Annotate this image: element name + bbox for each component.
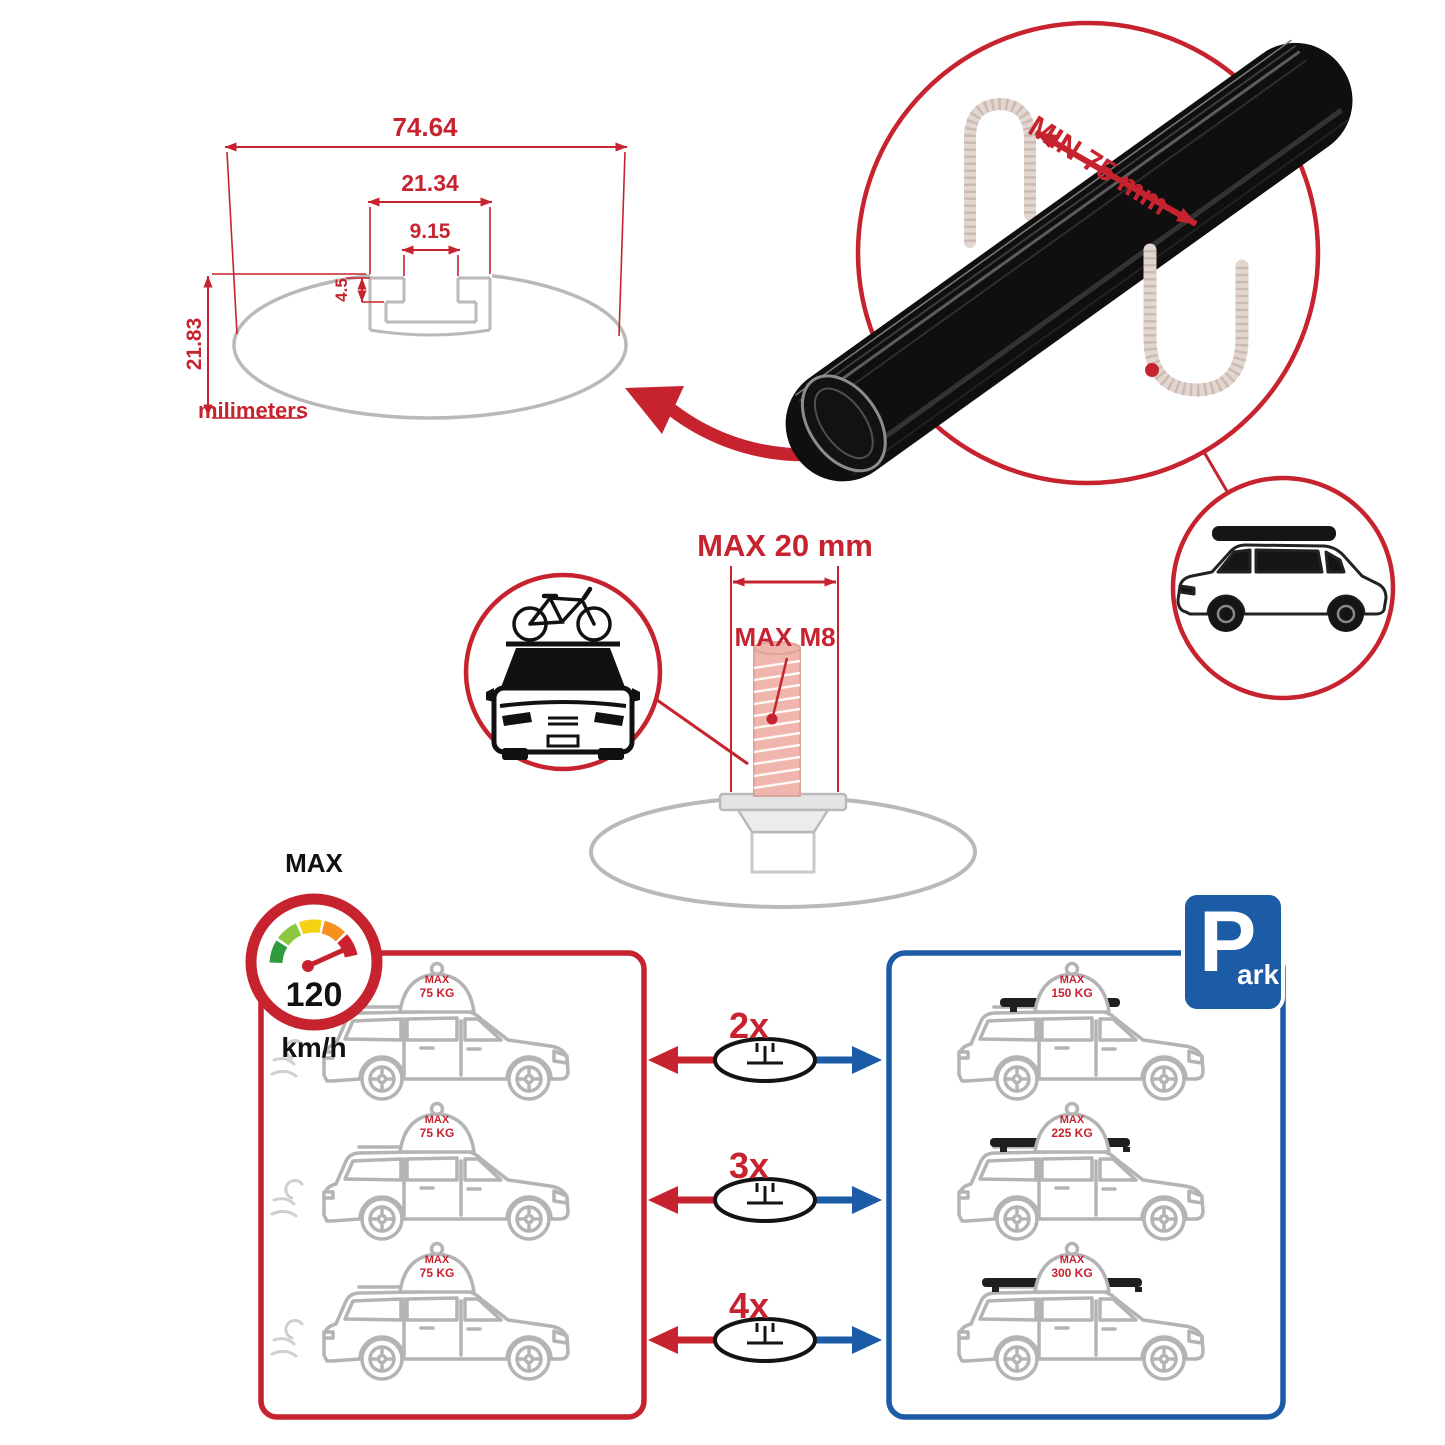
- clamp-point-dot: [1145, 363, 1159, 377]
- max-bolt-length-label: MAX 20 mm: [697, 528, 873, 563]
- max-text: MAX: [424, 1114, 450, 1126]
- cross-section-diagram: [203, 142, 628, 420]
- dim-slot-width-label: 9.15: [409, 220, 451, 243]
- dim-channel-width-label: 21.34: [401, 170, 459, 196]
- left-load-label-3: MAX 75 KG: [395, 1254, 479, 1280]
- parked-load-box: [886, 950, 1286, 1420]
- driving-load-box: [258, 950, 647, 1420]
- load-text: 300 KG: [1051, 1266, 1093, 1280]
- speedometer: [245, 893, 383, 1031]
- dim-slot-depth-label: 4.5: [332, 278, 351, 302]
- crossbar-tube: [785, 39, 1353, 482]
- u-bolt-top: [964, 97, 1036, 248]
- max-thread-label: MAX M8: [734, 622, 836, 652]
- crossbar-profile-icon: [713, 1177, 817, 1223]
- speed-max-label: MAX: [285, 848, 343, 878]
- capacity-section: [245, 893, 1286, 1420]
- speed-unit: km/h: [281, 1032, 347, 1063]
- crossbar-profile-icon: [713, 1317, 817, 1363]
- max-text: MAX: [424, 1254, 450, 1266]
- bolt-connector-line: [656, 698, 749, 766]
- t-slot-profile: [368, 276, 492, 337]
- min-grip-arrow: [1034, 129, 1198, 227]
- units-label: milimeters: [198, 398, 309, 423]
- load-text: 75 KG: [419, 1126, 455, 1140]
- bike-car-circle: [463, 572, 663, 772]
- multiplier-label-3: 4x: [728, 1285, 770, 1326]
- load-text: 225 KG: [1051, 1126, 1093, 1140]
- left-load-label-2: MAX 75 KG: [395, 1114, 479, 1140]
- max-text: MAX: [1059, 1254, 1085, 1266]
- speed-value: 120: [285, 976, 343, 1014]
- dimension-lines: [203, 142, 628, 419]
- suv-roofbox-circle: [1170, 475, 1396, 701]
- car-front-icon: [486, 641, 640, 760]
- load-text: 75 KG: [419, 986, 455, 1000]
- u-bolt-bottom: [1143, 243, 1249, 397]
- multiplier-label-1: 2x: [728, 1005, 770, 1046]
- max-text: MAX: [1059, 1114, 1085, 1126]
- left-load-label-1: MAX 75 KG: [395, 974, 479, 1000]
- right-load-label-1: MAX 150 KG: [1030, 974, 1114, 1000]
- right-load-label-2: MAX 225 KG: [1030, 1114, 1114, 1140]
- crossbar-detail-circle: [785, 20, 1353, 486]
- crossbar-profile-icon: [713, 1037, 817, 1083]
- max-text: MAX: [424, 974, 450, 986]
- parking-sign-suffix: ark: [1237, 959, 1280, 990]
- dim-total-height-label: 21.83: [183, 317, 206, 371]
- load-text: 150 KG: [1051, 986, 1093, 1000]
- dim-total-width-label: 74.64: [392, 112, 458, 142]
- multiplier-label-2: 3x: [728, 1145, 770, 1186]
- bolt-diagram: [589, 566, 977, 909]
- max-text: MAX: [1059, 974, 1085, 986]
- right-load-label-3: MAX 300 KG: [1030, 1254, 1114, 1280]
- parking-sign: P ark: [1181, 891, 1285, 1013]
- threaded-rod: [753, 641, 801, 797]
- bicycle-icon: [512, 586, 612, 642]
- circle-connector-line: [1202, 451, 1230, 494]
- parking-sign-letter: P: [1199, 894, 1257, 990]
- load-text: 75 KG: [419, 1266, 455, 1280]
